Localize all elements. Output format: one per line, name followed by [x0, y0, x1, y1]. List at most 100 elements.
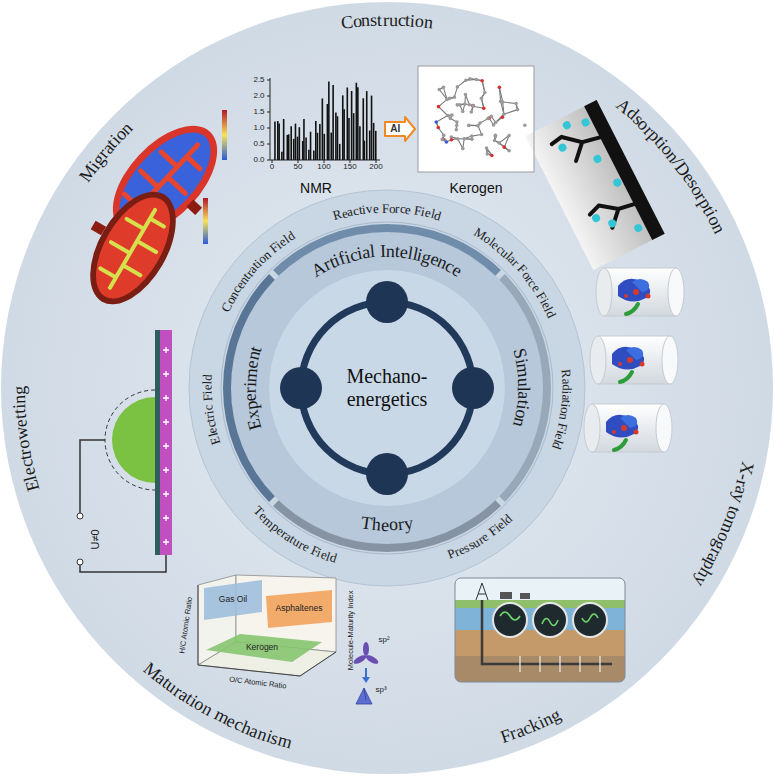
panel-caption: NMR: [248, 180, 384, 196]
arc-letter: m: [512, 362, 534, 379]
field-label: Molecular Force Field: [469, 224, 562, 326]
adsorption-figure: [551, 121, 640, 235]
arc-letter: e: [381, 515, 389, 536]
arc-letter: F: [201, 394, 216, 402]
nmr-bar: [373, 123, 375, 160]
kerogen-molecule: [478, 121, 482, 125]
kerogen-molecule: [437, 88, 441, 92]
arc-letter: a: [558, 394, 573, 401]
kerogen-molecule: [503, 102, 516, 104]
arc-letter: d: [559, 384, 574, 391]
axis-tick: 2.5: [253, 75, 264, 84]
kerogen-molecule: [482, 106, 486, 110]
kerogen-molecule: [470, 134, 474, 138]
maturation-figure: [363, 642, 369, 656]
segment-label: Artificial Intelligence: [303, 236, 472, 286]
kerogen-molecule: [486, 152, 490, 156]
kerogen-molecule: [471, 104, 475, 108]
field-ring: [189, 190, 585, 586]
fracking-figure: [520, 593, 530, 599]
panel-caption: Kerogen: [416, 180, 536, 196]
electrowetting-figure: [77, 330, 172, 572]
tomography-figure: [584, 268, 684, 452]
nmr-bar: [337, 116, 339, 160]
nmr-bar: [308, 150, 310, 160]
kerogen-molecule: [502, 112, 506, 116]
kerogen-molecule: [462, 137, 466, 141]
segment-shape: [277, 232, 498, 305]
nmr-bar: [317, 133, 319, 160]
arc-letter: F: [381, 201, 388, 216]
section-title: Maturation mechanism: [136, 656, 300, 758]
adsorption-figure: [580, 117, 591, 128]
arc-letter: e: [372, 202, 379, 217]
arc-letter: R: [558, 369, 574, 379]
kerogen-molecule: [441, 137, 445, 141]
color-bar: [203, 198, 208, 244]
segment-shape: [269, 220, 505, 307]
maturation-figure: [362, 677, 370, 683]
maturation-figure: [356, 688, 372, 704]
kerogen-molecule: [482, 81, 485, 93]
nmr-bar: [315, 121, 317, 160]
orbital-label: sp²: [378, 635, 389, 644]
nmr-bar: [348, 118, 350, 160]
arc-letter: l: [514, 386, 535, 391]
kerogen-molecule: [456, 137, 460, 141]
maturation-figure: [206, 634, 322, 662]
kerogen-molecule: [461, 110, 465, 114]
nmr-bar: [305, 138, 307, 160]
nmr-bar: [299, 127, 301, 160]
maturation-figure: [198, 575, 380, 704]
axis-tick: 1.5: [253, 107, 264, 116]
color-bar: [222, 110, 227, 160]
section-title: Electrowetting: [3, 375, 47, 501]
nmr-bar: [319, 124, 321, 160]
kerogen-molecule: [480, 133, 484, 137]
kerogen-molecule: [455, 128, 459, 132]
kerogen-molecule: [440, 138, 444, 142]
arc-letter: i: [558, 390, 573, 394]
nmr-bar: [288, 134, 290, 160]
arc-letter: o: [352, 11, 363, 32]
kerogen-molecule: [453, 95, 457, 99]
nmr-bar: [347, 87, 349, 160]
arc-letter: e: [405, 202, 413, 218]
arc-letter: e: [201, 385, 216, 391]
center-circle: Mechano-energeticsArtificial Intelligenc…: [219, 220, 555, 556]
kerogen-molecule: [449, 117, 453, 121]
region-label: Asphaltenes: [276, 604, 323, 614]
kerogen-molecule: [455, 124, 459, 128]
electrowetting-figure: [105, 390, 155, 490]
nmr-bar: [356, 83, 358, 160]
nmr-bar: [366, 91, 368, 160]
nmr-bar: [290, 126, 292, 160]
nmr-bar: [303, 119, 305, 160]
section-title: X-ray tomography: [685, 453, 762, 597]
electrowetting-figure: [80, 440, 166, 572]
axis-tick: 100: [317, 162, 330, 171]
kerogen-molecule: [436, 126, 440, 130]
nmr-bar: [277, 121, 279, 160]
kerogen-molecule: [443, 87, 447, 99]
arc-letter: u: [513, 377, 534, 387]
nmr-bar: [369, 131, 371, 160]
kerogen-molecule: [442, 134, 446, 138]
kerogen-molecule: [482, 81, 485, 93]
segment-shape: [470, 278, 543, 499]
nmr-bar: [371, 96, 373, 160]
adsorption-figure: [561, 120, 572, 131]
kerogen-molecule: [514, 102, 518, 106]
field-label: Radiation Field: [545, 363, 577, 457]
kerogen-molecule: [436, 116, 447, 123]
kerogen-molecule: [494, 135, 498, 139]
kerogen-molecule: [456, 85, 460, 89]
nmr-bar: [343, 109, 345, 160]
kerogen-molecule: [456, 103, 460, 107]
axis-tick: 2.0: [253, 91, 264, 100]
adsorption-figure: [525, 100, 664, 270]
kerogen-molecule: [446, 114, 450, 118]
nmr-bar: [297, 137, 299, 160]
